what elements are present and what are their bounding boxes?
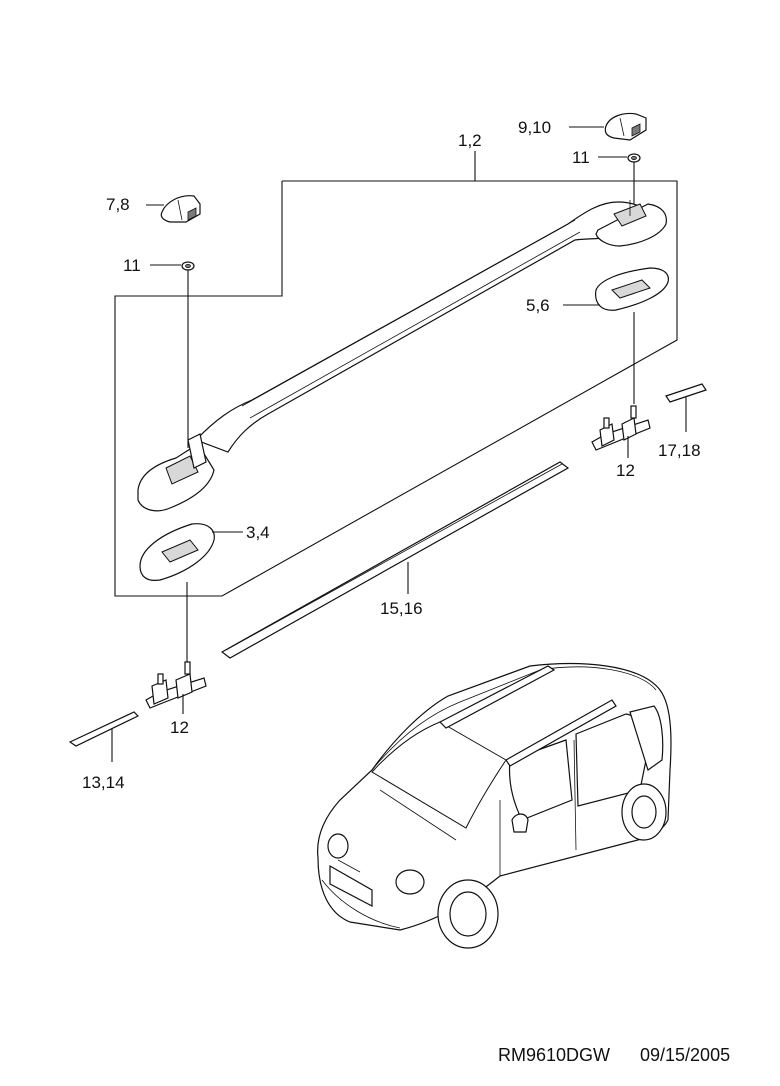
car-illustration [317,662,672,949]
mounting-bracket-right [591,405,651,458]
tape-left [68,711,140,762]
callout-cover-right: 9,10 [518,118,551,137]
end-cover-right [569,112,647,141]
nut-left [150,261,195,448]
mounting-bracket-left [145,661,207,714]
end-cover-left [146,195,201,223]
callout-bracket-right: 12 [616,461,635,480]
callout-nut-right: 11 [572,148,590,167]
callout-nut-left: 11 [123,256,141,275]
roof-rail [137,200,667,512]
nut-right [598,153,641,204]
callout-tape-left: 13,14 [82,773,125,792]
rail-pad-left [139,523,243,664]
callout-pad-left: 3,4 [246,523,270,542]
callout-moulding: 15,16 [380,599,423,618]
tape-right [665,383,707,432]
callout-tape-right: 17,18 [658,441,701,460]
drawing-date: 09/15/2005 [640,1045,730,1065]
rail-group-outline [114,151,678,597]
rail-pad-right [563,267,669,404]
drawing-code: RM9610DGW [498,1045,610,1065]
callout-pad-right: 5,6 [526,296,550,315]
callout-cover-left: 7,8 [106,195,130,214]
callout-bracket-left: 12 [170,718,189,737]
callout-rail: 1,2 [458,131,482,150]
side-moulding [220,461,570,659]
